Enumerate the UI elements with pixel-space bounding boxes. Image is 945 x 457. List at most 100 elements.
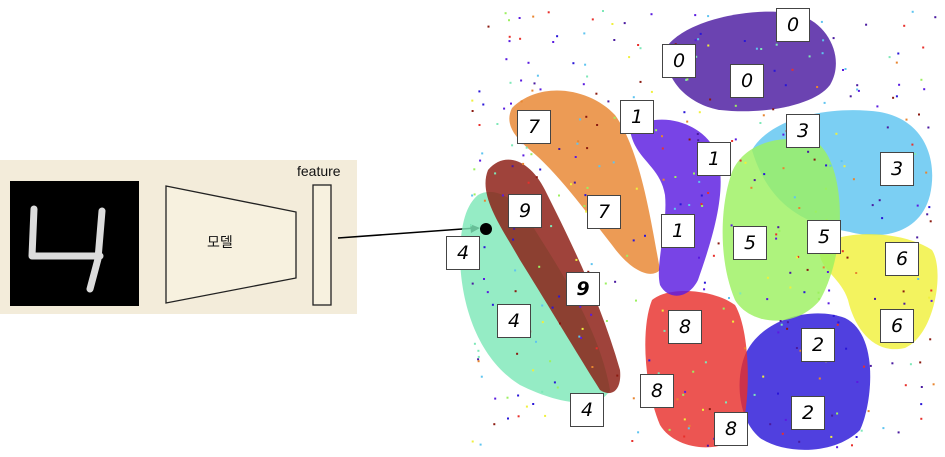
scatter-speck bbox=[920, 417, 923, 420]
scatter-speck bbox=[510, 102, 512, 105]
scatter-speck bbox=[898, 83, 901, 86]
input-digit-image bbox=[10, 181, 139, 306]
scatter-speck bbox=[483, 246, 486, 249]
scatter-speck bbox=[775, 233, 778, 236]
scatter-speck bbox=[626, 254, 629, 257]
scatter-speck bbox=[514, 269, 517, 272]
cluster-label-0: 0 bbox=[662, 44, 696, 78]
scatter-speck bbox=[777, 392, 779, 395]
scatter-speck bbox=[516, 352, 519, 355]
scatter-speck bbox=[911, 143, 914, 146]
scatter-speck bbox=[791, 68, 794, 71]
scatter-speck bbox=[508, 40, 511, 43]
scatter-speck bbox=[591, 366, 594, 368]
scatter-speck bbox=[708, 408, 711, 411]
scatter-speck bbox=[806, 268, 809, 271]
scatter-speck bbox=[517, 415, 520, 418]
scatter-speck bbox=[813, 158, 816, 161]
scatter-speck bbox=[628, 56, 631, 59]
scatter-speck bbox=[846, 256, 849, 259]
scatter-speck bbox=[772, 108, 775, 111]
scatter-speck bbox=[922, 46, 925, 49]
scatter-speck bbox=[837, 321, 840, 324]
scatter-speck bbox=[786, 327, 789, 330]
scatter-speck bbox=[586, 186, 589, 189]
scatter-speck bbox=[920, 403, 923, 406]
scatter-speck bbox=[518, 17, 521, 19]
scatter-speck bbox=[663, 329, 666, 332]
scatter-speck bbox=[507, 417, 509, 420]
scatter-speck bbox=[777, 331, 780, 334]
scatter-speck bbox=[702, 408, 704, 411]
scatter-speck bbox=[909, 363, 912, 366]
scatter-speck bbox=[473, 168, 476, 171]
scatter-speck bbox=[650, 13, 653, 16]
scatter-speck bbox=[662, 178, 665, 181]
scatter-speck bbox=[712, 254, 715, 257]
scatter-speck bbox=[655, 129, 658, 132]
scatter-speck bbox=[699, 32, 702, 35]
scatter-speck bbox=[760, 48, 763, 50]
scatter-speck bbox=[673, 207, 676, 210]
scatter-speck bbox=[473, 342, 476, 345]
scatter-speck bbox=[494, 397, 497, 400]
cluster-label-3: 3 bbox=[786, 114, 820, 148]
scatter-speck bbox=[697, 139, 700, 142]
scatter-speck bbox=[784, 418, 787, 421]
scatter-speck bbox=[704, 361, 707, 364]
scatter-speck bbox=[707, 192, 710, 194]
feature-point bbox=[480, 223, 492, 235]
scatter-speck bbox=[822, 39, 825, 42]
scatter-speck bbox=[556, 35, 559, 38]
scatter-speck bbox=[722, 307, 725, 310]
scatter-speck bbox=[871, 204, 874, 207]
scatter-speck bbox=[876, 105, 879, 108]
scatter-speck bbox=[786, 321, 789, 324]
scatter-speck bbox=[611, 23, 614, 25]
scatter-speck bbox=[616, 374, 619, 377]
cluster-label-0: 0 bbox=[776, 8, 810, 42]
scatter-speck bbox=[793, 196, 796, 199]
scatter-speck bbox=[520, 100, 523, 103]
scatter-speck bbox=[558, 295, 561, 298]
scatter-speck bbox=[679, 203, 682, 206]
scatter-speck bbox=[685, 78, 688, 81]
scatter-speck bbox=[682, 393, 685, 396]
scatter-speck bbox=[574, 156, 577, 158]
scatter-speck bbox=[572, 62, 575, 65]
scatter-speck bbox=[707, 44, 710, 47]
scatter-speck bbox=[496, 123, 499, 125]
scatter-speck bbox=[517, 394, 520, 397]
scatter-speck bbox=[613, 39, 616, 41]
cluster-label-1: 1 bbox=[620, 100, 654, 134]
scatter-speck bbox=[755, 47, 758, 50]
scatter-speck bbox=[781, 432, 784, 435]
scatter-speck bbox=[504, 12, 507, 15]
cluster-cloud-5 bbox=[722, 139, 840, 321]
scatter-speck bbox=[852, 178, 855, 181]
scatter-speck bbox=[888, 56, 891, 59]
scatter-speck bbox=[573, 181, 576, 184]
scatter-speck bbox=[798, 440, 801, 443]
scatter-speck bbox=[744, 347, 747, 350]
scatter-speck bbox=[914, 153, 917, 155]
scatter-speck bbox=[694, 39, 697, 42]
scatter-speck bbox=[551, 306, 554, 309]
scatter-speck bbox=[538, 265, 541, 268]
scatter-speck bbox=[559, 322, 561, 325]
scatter-speck bbox=[604, 282, 607, 285]
scatter-speck bbox=[657, 372, 660, 375]
scatter-speck bbox=[541, 390, 544, 393]
scatter-speck bbox=[584, 194, 587, 197]
scatter-speck bbox=[683, 418, 686, 421]
scatter-speck bbox=[698, 180, 701, 183]
scatter-speck bbox=[759, 122, 762, 124]
scatter-speck bbox=[709, 98, 712, 101]
scatter-speck bbox=[775, 237, 778, 240]
scatter-speck bbox=[688, 138, 691, 141]
scatter-speck bbox=[856, 84, 859, 87]
cluster-label-1: 1 bbox=[661, 214, 695, 248]
scatter-speck bbox=[700, 203, 703, 206]
scatter-speck bbox=[928, 296, 931, 299]
scatter-speck bbox=[784, 84, 787, 87]
